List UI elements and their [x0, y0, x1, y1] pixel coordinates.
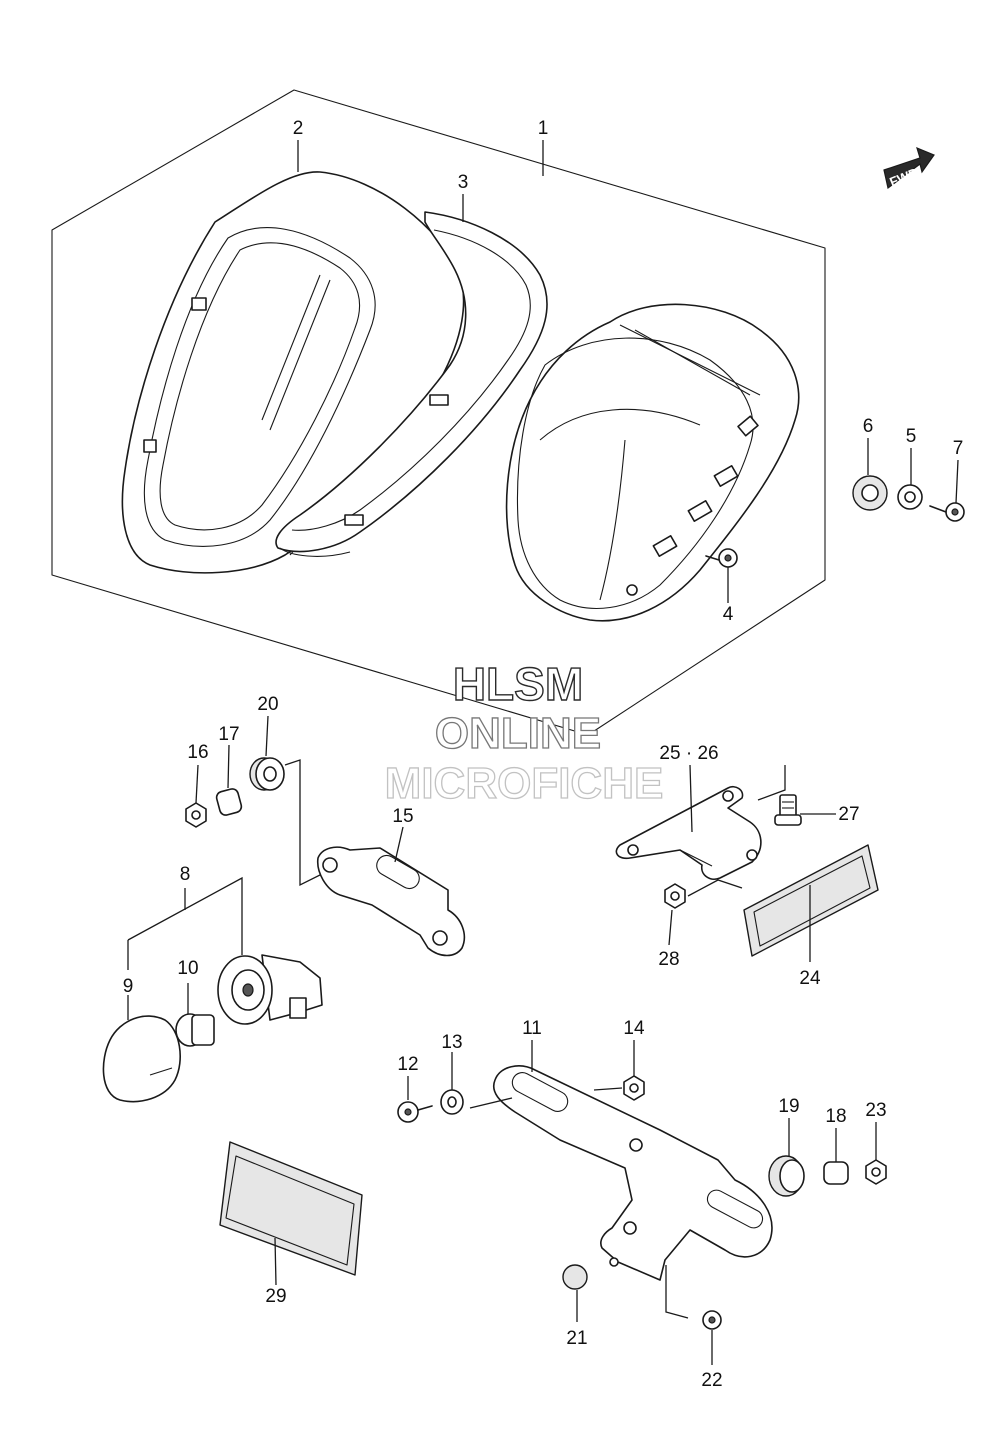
callout-21: 21	[566, 1328, 587, 1349]
callout-3: 3	[458, 172, 469, 193]
leader-28-24	[687, 879, 743, 897]
callout-4: 4	[723, 604, 734, 625]
fwd-arrow-icon: FWD	[883, 146, 935, 190]
part-20-cushion	[249, 715, 285, 791]
leader-12-13-11	[469, 1097, 513, 1109]
part-9-lens	[102, 995, 181, 1103]
part-29-reflector	[219, 1141, 363, 1286]
callout-2: 2	[293, 118, 304, 139]
part-16-nut	[185, 764, 207, 828]
watermark-line-1: HLSM	[453, 658, 583, 710]
callout-5: 5	[906, 426, 917, 447]
callout-10: 10	[177, 958, 198, 979]
leader-27	[757, 765, 786, 801]
part-19-grommet	[768, 1118, 805, 1197]
housing	[505, 303, 800, 622]
part-4-screw	[705, 548, 738, 603]
callout-29: 29	[265, 1286, 286, 1307]
callout-1: 1	[538, 118, 549, 139]
part-12-bolt	[397, 1076, 433, 1123]
callout-12: 12	[397, 1054, 418, 1075]
part-7-screw	[929, 459, 965, 522]
part-28-nut	[664, 883, 686, 946]
part-18-collar	[823, 1128, 849, 1185]
part-10-bulb	[175, 983, 215, 1047]
callout-27: 27	[838, 804, 859, 825]
part-2-lens-frame	[121, 171, 465, 574]
part-21-cap	[562, 1264, 588, 1322]
callout-14: 14	[623, 1018, 645, 1039]
callout-13: 13	[441, 1032, 462, 1053]
callout-9: 9	[123, 976, 134, 997]
callout-19: 19	[778, 1096, 799, 1117]
part-22-bolt	[702, 1310, 722, 1365]
callout-18: 18	[825, 1106, 846, 1127]
part-3-lens	[275, 211, 548, 557]
part-23-nut	[865, 1122, 887, 1185]
callout-11: 11	[522, 1018, 542, 1039]
leader-14-11	[593, 1087, 623, 1091]
callout-8: 8	[180, 864, 191, 885]
part-17-collar	[215, 744, 243, 816]
watermark-line-2: ONLINE	[435, 709, 601, 758]
part-25-26-bracket	[615, 764, 762, 880]
part-27-screw	[774, 794, 836, 826]
leader-8-9	[127, 876, 243, 955]
part-24-reflector	[743, 844, 879, 962]
callout-22: 22	[701, 1370, 722, 1391]
callout-28: 28	[658, 949, 679, 970]
leader-20-15	[284, 759, 331, 887]
part-11-bracket	[493, 1040, 773, 1281]
part-5-washer	[897, 448, 923, 510]
callout-24: 24	[799, 968, 821, 989]
callout-23: 23	[865, 1100, 886, 1121]
assembly-boundary	[51, 89, 826, 736]
callout-6: 6	[863, 416, 874, 437]
callout-20: 20	[257, 694, 278, 715]
callout-25-26: 25 · 26	[659, 743, 718, 764]
callout-15: 15	[392, 806, 413, 827]
callout-16: 16	[187, 742, 208, 763]
part-15-bracket	[316, 826, 466, 957]
part-6-grommet	[852, 438, 888, 511]
part-8-socket	[217, 954, 323, 1025]
watermark-line-3: MICROFICHE	[385, 759, 664, 808]
part-14-nut	[623, 1040, 645, 1101]
leader-22	[665, 1265, 689, 1319]
part-13-washer	[440, 1052, 464, 1115]
callout-7: 7	[953, 438, 964, 459]
callout-17: 17	[218, 724, 239, 745]
